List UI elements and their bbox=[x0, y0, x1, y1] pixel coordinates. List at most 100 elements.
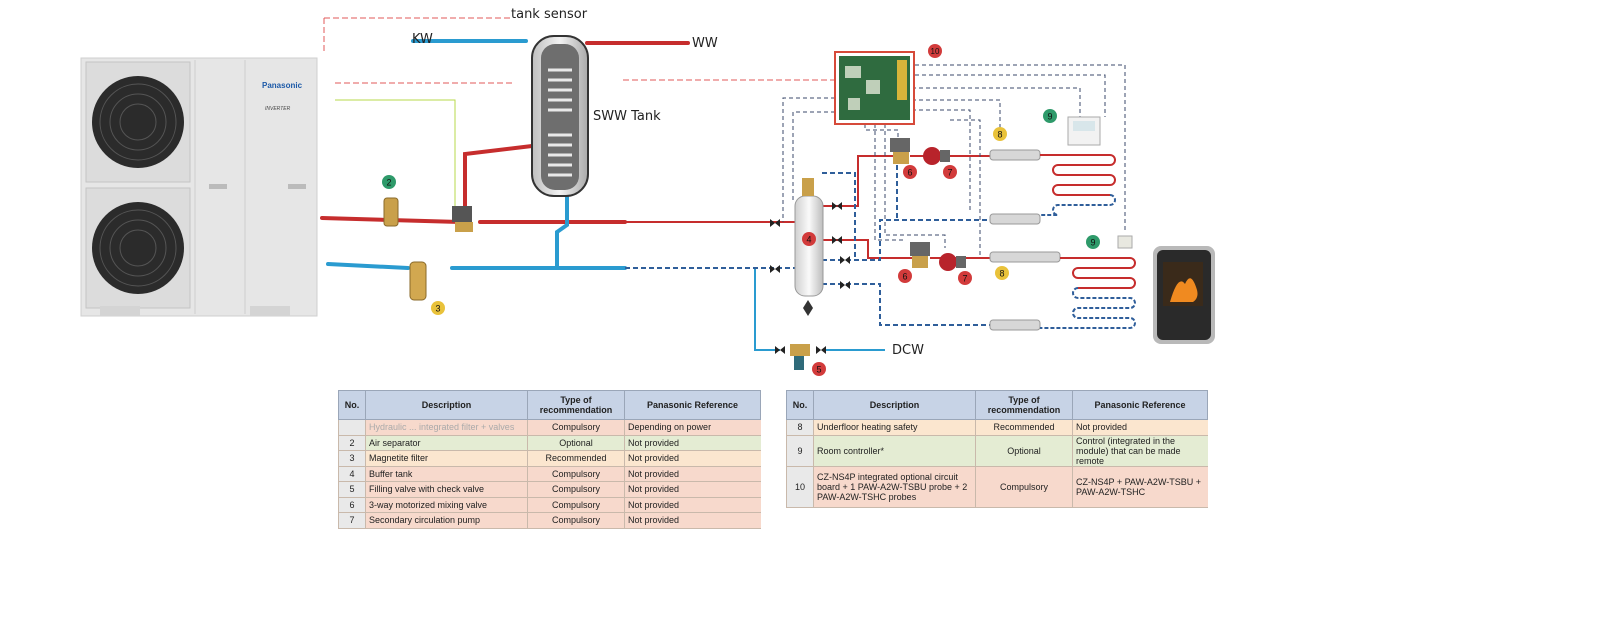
row-reference: Control (integrated in the module) that … bbox=[1072, 435, 1208, 467]
svg-text:7: 7 bbox=[962, 274, 967, 284]
row-no: 7 bbox=[338, 512, 366, 529]
signal-wire bbox=[335, 99, 456, 210]
row-type: Recommended bbox=[527, 450, 625, 467]
row-no: 8 bbox=[786, 419, 814, 436]
heat-pump-unit bbox=[80, 57, 318, 317]
row-no: 5 bbox=[338, 481, 366, 498]
row-description: Filling valve with check valve bbox=[365, 481, 528, 498]
table-row: Hydraulic ... integrated filter + valves… bbox=[338, 419, 761, 436]
row-type: Optional bbox=[975, 435, 1073, 467]
row-no: 6 bbox=[338, 497, 366, 513]
marker-9-lower: 9 bbox=[1086, 235, 1100, 249]
row-type: Compulsory bbox=[527, 466, 625, 482]
underfloor-manifolds bbox=[989, 149, 1061, 331]
circuit-board bbox=[834, 51, 915, 125]
sww-tank-label: SWW Tank bbox=[593, 109, 661, 124]
kw-label: KW bbox=[412, 32, 433, 47]
control-wiring bbox=[782, 64, 1126, 255]
sww-tank bbox=[531, 35, 589, 197]
marker-2: 2 bbox=[382, 175, 396, 189]
components-table-left: No. Description Type of recommendation P… bbox=[338, 390, 761, 529]
col-type: Type of recommendation bbox=[527, 390, 625, 420]
svg-text:8: 8 bbox=[999, 269, 1004, 279]
marker-6-upper: 6 bbox=[903, 165, 917, 179]
marker-10: 10 bbox=[928, 44, 942, 58]
table-row: 4 Buffer tank Compulsory Not provided bbox=[338, 466, 761, 482]
underfloor-coil-lower bbox=[1040, 257, 1136, 329]
return-pipes bbox=[326, 39, 627, 270]
marker-9-upper: 9 bbox=[1043, 109, 1057, 123]
row-description: Air separator bbox=[365, 435, 528, 451]
underfloor-coil-upper bbox=[1040, 154, 1116, 216]
row-description: Room controller* bbox=[813, 435, 976, 467]
svg-text:6: 6 bbox=[907, 168, 912, 178]
marker-7-upper: 7 bbox=[943, 165, 957, 179]
row-type: Optional bbox=[527, 435, 625, 451]
row-reference: Not provided bbox=[624, 450, 761, 467]
row-reference: CZ-NS4P + PAW-A2W-TSBU + PAW-A2W-TSHC bbox=[1072, 466, 1208, 508]
svg-text:6: 6 bbox=[902, 272, 907, 282]
supply-pipes bbox=[320, 41, 690, 224]
brand-logo: Panasonic bbox=[262, 81, 303, 90]
dcw-label: DCW bbox=[892, 343, 924, 358]
svg-text:8: 8 bbox=[997, 130, 1002, 140]
svg-text:5: 5 bbox=[816, 365, 821, 375]
marker-7-lower: 7 bbox=[958, 271, 972, 285]
row-description: Hydraulic ... integrated filter + valves bbox=[365, 419, 528, 436]
marker-8-lower: 8 bbox=[995, 266, 1009, 280]
svg-text:9: 9 bbox=[1047, 112, 1052, 122]
row-description: Buffer tank bbox=[365, 466, 528, 482]
row-description: Secondary circulation pump bbox=[365, 512, 528, 529]
row-no: 3 bbox=[338, 450, 366, 467]
inverter-logo: INVERTER bbox=[265, 106, 291, 112]
room-controller-display bbox=[1067, 116, 1101, 146]
row-no: 2 bbox=[338, 435, 366, 451]
row-description: 3-way motorized mixing valve bbox=[365, 497, 528, 513]
magnetite-filter bbox=[409, 261, 427, 301]
fill-line bbox=[754, 268, 780, 351]
row-reference: Not provided bbox=[1072, 419, 1208, 436]
col-reference: Panasonic Reference bbox=[1072, 390, 1208, 420]
row-type: Compulsory bbox=[527, 481, 625, 498]
marker-3: 3 bbox=[431, 301, 445, 315]
table-row: 6 3-way motorized mixing valve Compulsor… bbox=[338, 497, 761, 513]
col-description: Description bbox=[365, 390, 528, 420]
table-row: 2 Air separator Optional Not provided bbox=[338, 435, 761, 451]
row-no: 9 bbox=[786, 435, 814, 467]
svg-text:7: 7 bbox=[947, 168, 952, 178]
table-row: 8 Underfloor heating safety Recommended … bbox=[786, 419, 1208, 436]
mixing-valve-lower bbox=[910, 242, 930, 268]
row-type: Compulsory bbox=[527, 497, 625, 513]
ww-label: WW bbox=[692, 36, 718, 51]
table-row: 9 Room controller* Optional Control (int… bbox=[786, 435, 1208, 467]
col-description: Description bbox=[813, 390, 976, 420]
marker-5: 5 bbox=[812, 362, 826, 376]
sensor-wire bbox=[323, 17, 835, 84]
svg-text:4: 4 bbox=[806, 235, 811, 245]
svg-text:2: 2 bbox=[386, 178, 391, 188]
marker-8-upper: 8 bbox=[993, 127, 1007, 141]
marker-4: 4 bbox=[802, 232, 816, 246]
row-description: Magnetite filter bbox=[365, 450, 528, 467]
table-row: 7 Secondary circulation pump Compulsory … bbox=[338, 512, 761, 529]
col-reference: Panasonic Reference bbox=[624, 390, 761, 420]
row-reference: Depending on power bbox=[624, 419, 761, 436]
buffer-tank bbox=[794, 178, 824, 316]
tank-sensor-label: tank sensor bbox=[511, 7, 588, 22]
mixing-valve-upper bbox=[890, 138, 910, 164]
row-type: Compulsory bbox=[527, 419, 625, 436]
row-type: Compulsory bbox=[527, 512, 625, 529]
marker-6-lower: 6 bbox=[898, 269, 912, 283]
col-type: Type of recommendation bbox=[975, 390, 1073, 420]
circulation-pump-upper bbox=[923, 147, 950, 165]
return-dashed-pipes bbox=[625, 165, 995, 326]
row-description: Underfloor heating safety bbox=[813, 419, 976, 436]
row-description: CZ-NS4P integrated optional circuit boar… bbox=[813, 466, 976, 508]
row-reference: Not provided bbox=[624, 435, 761, 451]
svg-text:10: 10 bbox=[931, 47, 940, 56]
row-type: Compulsory bbox=[975, 466, 1073, 508]
table-row: 3 Magnetite filter Recommended Not provi… bbox=[338, 450, 761, 467]
row-reference: Not provided bbox=[624, 466, 761, 482]
row-no bbox=[338, 419, 366, 436]
